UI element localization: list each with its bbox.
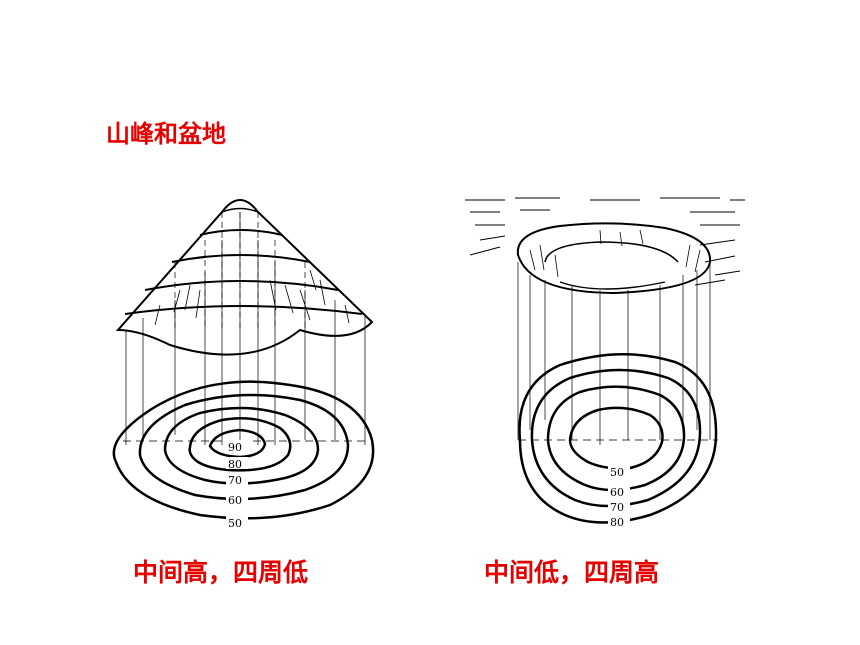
mountain-outline — [115, 199, 374, 356]
mountain-caption: 中间高，四周低 — [133, 558, 309, 587]
basin-contour-80 — [518, 352, 718, 524]
mountain-illustration — [112, 199, 375, 520]
contour-90 — [208, 428, 267, 459]
basin-ground-texture — [465, 197, 745, 286]
basin-inner-ring — [544, 241, 679, 263]
mountain-label-50: 50 — [228, 517, 242, 530]
basin-floor — [559, 281, 666, 290]
mountain-label-90: 90 — [228, 441, 242, 454]
mountain-projection-lines — [125, 212, 366, 445]
mountain-ring — [199, 229, 283, 236]
basin-label-60: 60 — [610, 486, 624, 499]
basin-hatching — [529, 229, 701, 278]
mountain-summit — [221, 207, 259, 213]
basin-contour-70 — [530, 368, 702, 508]
basin-label-70: 70 — [610, 501, 624, 514]
mountain-ring — [124, 305, 363, 315]
basin-contour-50 — [568, 406, 664, 470]
mountain-labels: 90 80 70 60 50 — [226, 440, 248, 530]
basin-illustration — [465, 197, 745, 524]
mountain-dash-lines — [174, 212, 306, 330]
basin-labels: 50 60 70 80 — [608, 465, 630, 529]
contour-80 — [188, 417, 292, 472]
basin-contour-60 — [546, 385, 686, 492]
basin-label-50: 50 — [610, 466, 624, 479]
contour-60 — [138, 393, 350, 501]
mountain-label-70: 70 — [228, 474, 242, 487]
basin-caption: 中间低，四周高 — [484, 558, 660, 587]
mountain-hatching — [154, 269, 350, 326]
mountain-ring — [144, 280, 339, 291]
slide-title: 山峰和盆地 — [106, 120, 226, 148]
basin-rim — [516, 222, 712, 295]
mountain-label-80: 80 — [228, 458, 242, 471]
basin-label-80: 80 — [610, 516, 624, 529]
mountain-label-60: 60 — [228, 494, 242, 507]
contour-70 — [163, 406, 320, 485]
contour-50 — [112, 380, 375, 520]
mountain-ring — [171, 254, 311, 263]
